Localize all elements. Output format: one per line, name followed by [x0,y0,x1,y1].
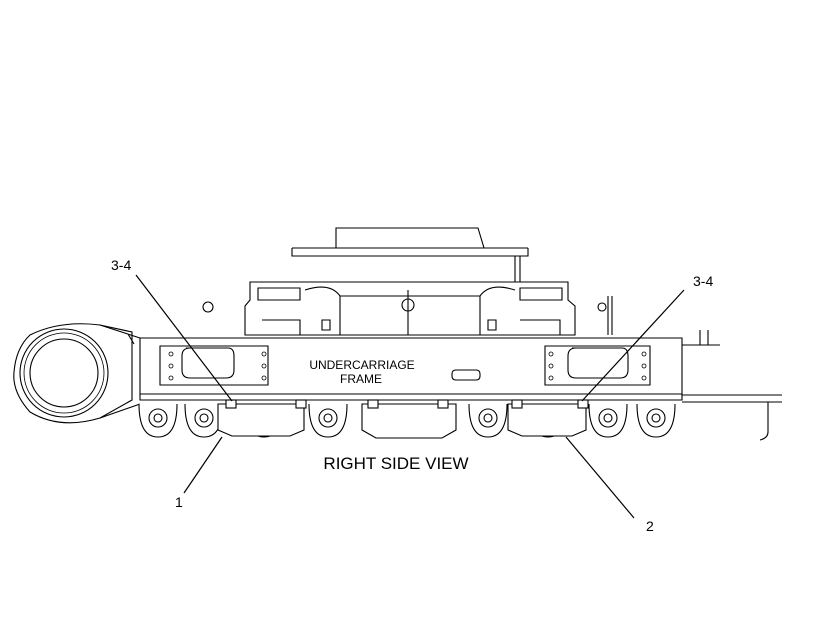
leader-bottom-right [565,436,635,519]
track-roller [308,403,348,438]
leader-lines [135,274,685,519]
track-roller [636,403,676,438]
leader-bottom-left [183,436,223,494]
rear-track [682,330,782,441]
leader-top-right [581,289,685,402]
callout-1: 1 [175,494,183,510]
roller-guards [217,399,589,439]
front-idler [13,323,141,424]
leader-top-left [135,274,233,402]
callout-3-4-left: 3-4 [111,257,131,273]
track-roller [184,403,224,438]
track-roller [468,403,508,438]
callout-3-4-right: 3-4 [693,273,713,289]
upper-structure [202,227,613,336]
frame-label-line2: FRAME [340,372,382,386]
undercarriage-frame [139,337,683,401]
track-roller [138,403,178,438]
frame-label-line1: UNDERCARRIAGE [309,358,414,372]
view-title: RIGHT SIDE VIEW [323,454,468,473]
track-roller [588,403,628,438]
callout-2: 2 [646,518,654,534]
